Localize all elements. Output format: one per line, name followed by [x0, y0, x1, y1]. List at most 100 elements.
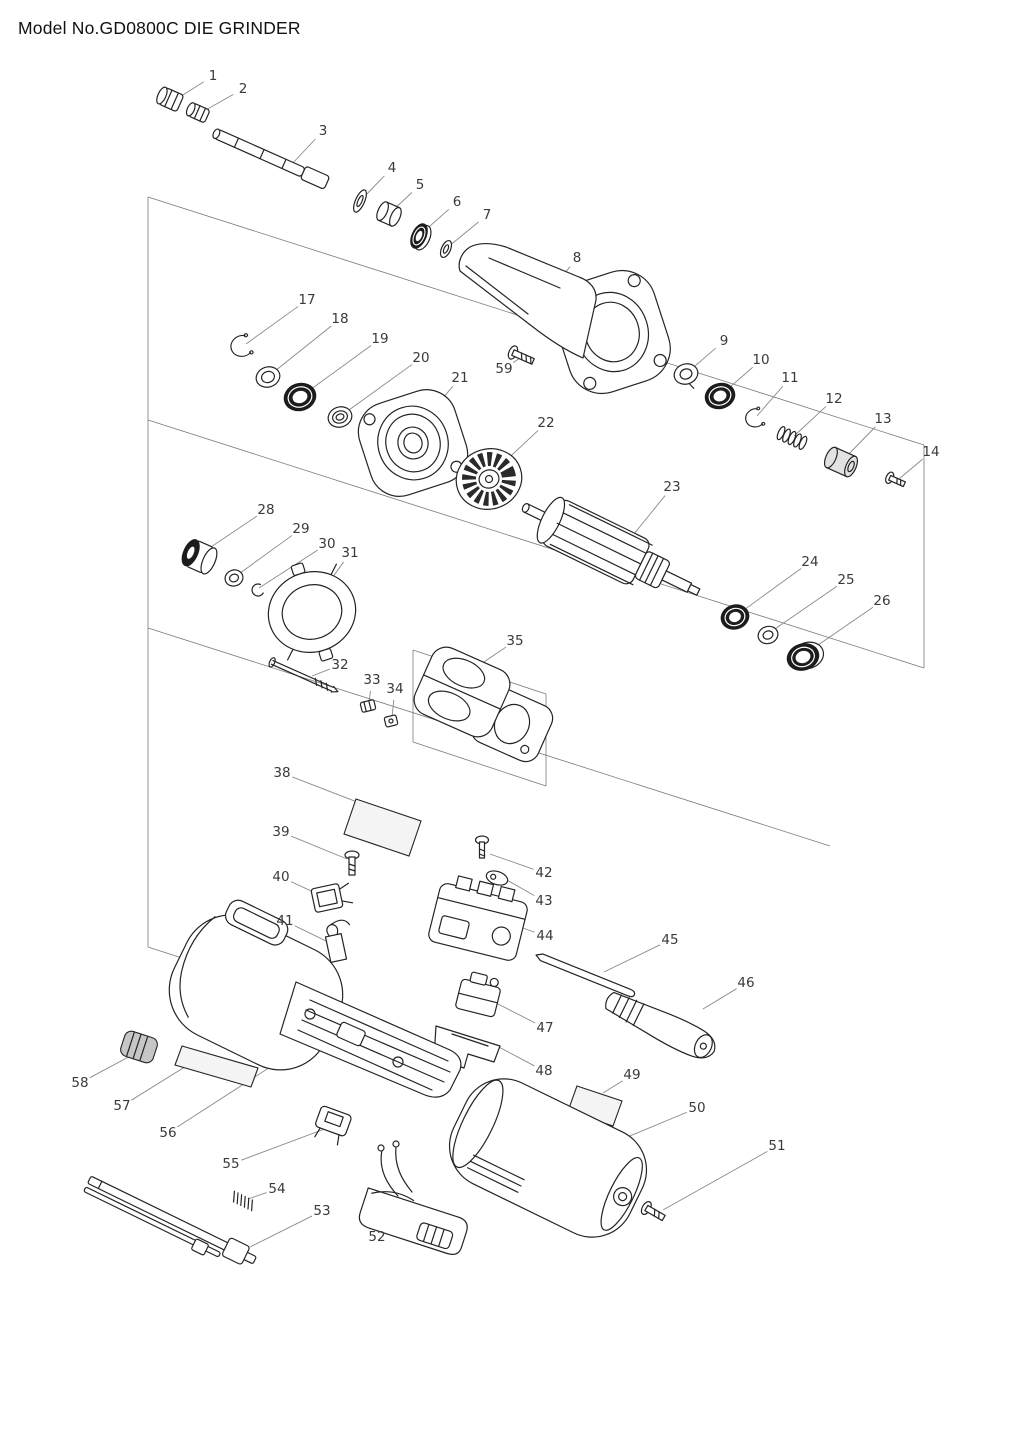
- part-number-52: 52: [368, 1229, 385, 1245]
- leader-line-54: [247, 1192, 267, 1200]
- leader-line-24: [736, 568, 802, 616]
- part-51-screw: [640, 1201, 666, 1222]
- part-number-23: 23: [663, 479, 680, 495]
- part-46-side-grip: [605, 991, 716, 1059]
- leader-line-19: [302, 345, 372, 396]
- part-55-lock-bracket: [314, 1105, 352, 1146]
- part-29-ring: [224, 569, 244, 587]
- part-21-bearing-box: [357, 389, 469, 497]
- part-number-28: 28: [257, 502, 274, 518]
- part-number-48: 48: [535, 1063, 552, 1079]
- leader-line-32: [311, 668, 330, 677]
- leader-line-2: [203, 94, 234, 112]
- part-number-19: 19: [371, 331, 388, 347]
- part-39-screw: [344, 850, 360, 876]
- part-number-6: 6: [453, 194, 462, 210]
- leader-line-11: [756, 386, 784, 417]
- part-number-31: 31: [341, 545, 358, 561]
- parts-layer: [83, 86, 906, 1265]
- part-53-slide-bar: [83, 1176, 257, 1265]
- part-50-motor-housing: [448, 1078, 648, 1238]
- part-number-34: 34: [386, 681, 403, 697]
- part-number-54: 54: [268, 1181, 285, 1197]
- part-number-35: 35: [506, 633, 523, 649]
- part-number-38: 38: [273, 765, 290, 781]
- part-number-45: 45: [661, 932, 678, 948]
- part-number-55: 55: [222, 1156, 239, 1172]
- part-number-53: 53: [313, 1203, 330, 1219]
- leader-line-20: [341, 364, 413, 416]
- part-number-9: 9: [720, 333, 729, 349]
- part-26-ball-bearing: [786, 641, 825, 671]
- leader-line-47: [495, 1002, 536, 1024]
- part-number-50: 50: [688, 1100, 705, 1116]
- part-3-spindle: [212, 128, 330, 190]
- part-number-26: 26: [873, 593, 890, 609]
- leader-line-12: [793, 406, 827, 437]
- part-18-ring: [255, 366, 281, 388]
- part-30-clip: [251, 583, 264, 597]
- part-31-baffle-plate: [267, 562, 357, 662]
- part-number-57: 57: [113, 1098, 130, 1114]
- part-number-17: 17: [298, 292, 315, 308]
- part-9-ring: [673, 363, 699, 389]
- part-57-label: [174, 1045, 259, 1088]
- part-58-cap: [120, 1030, 158, 1064]
- part-34-terminal: [383, 714, 399, 728]
- part-5-collar: [376, 201, 402, 227]
- leader-line-55: [241, 1126, 331, 1161]
- part-number-7: 7: [483, 207, 492, 223]
- leader-line-48: [496, 1045, 535, 1067]
- part-number-18: 18: [331, 311, 348, 327]
- part-number-42: 42: [535, 865, 552, 881]
- part-number-47: 47: [536, 1020, 553, 1036]
- part-17-retaining-ring: [230, 333, 254, 357]
- part-number-2: 2: [239, 81, 248, 97]
- leader-line-14: [898, 458, 923, 480]
- part-45-rod: [535, 953, 636, 998]
- part-number-3: 3: [319, 123, 328, 139]
- part-number-11: 11: [781, 370, 798, 386]
- part-19-ball-bearing: [283, 382, 317, 412]
- leader-line-34: [391, 699, 395, 718]
- part-number-22: 22: [537, 415, 554, 431]
- part-number-21: 21: [451, 370, 468, 386]
- part-number-10: 10: [752, 352, 769, 368]
- part-number-25: 25: [837, 572, 854, 588]
- part-32-long-screw: [268, 657, 339, 693]
- part-4-washer: [353, 189, 367, 213]
- part-number-8: 8: [573, 250, 582, 266]
- leader-line-18: [269, 325, 332, 376]
- part-33-terminal: [359, 699, 377, 713]
- part-8-bearing-housing: [458, 243, 671, 395]
- part-1-collet-nut: [156, 86, 184, 112]
- leader-line-49: [602, 1080, 623, 1094]
- part-number-58: 58: [71, 1075, 88, 1091]
- leader-line-7: [447, 221, 479, 248]
- part-54-spring: [233, 1190, 253, 1212]
- leader-line-45: [603, 944, 661, 973]
- part-22-fan: [455, 448, 523, 510]
- part-43-plate: [485, 870, 509, 886]
- part-11-retaining-ring: [745, 406, 766, 428]
- part-number-43: 43: [535, 893, 552, 909]
- part-number-49: 49: [623, 1067, 640, 1083]
- part-20-ring: [327, 406, 353, 428]
- part-42-screw: [474, 835, 490, 859]
- part-number-56: 56: [159, 1125, 176, 1141]
- part-14-screw: [885, 471, 906, 488]
- part-47-switch: [455, 971, 501, 1018]
- leader-line-30: [258, 549, 319, 589]
- part-35-field: [413, 646, 554, 763]
- part-7-ring: [439, 239, 453, 259]
- part-52-switch-assembly: [358, 1140, 468, 1256]
- leader-line-43: [504, 878, 535, 896]
- leader-line-42: [489, 853, 534, 870]
- part-number-30: 30: [318, 536, 335, 552]
- part-6-ball-bearing: [410, 223, 432, 251]
- part-number-44: 44: [536, 928, 553, 944]
- leader-line-50: [624, 1111, 688, 1139]
- part-number-labels-layer: 1234567891011121314171819202122232425262…: [71, 68, 939, 1245]
